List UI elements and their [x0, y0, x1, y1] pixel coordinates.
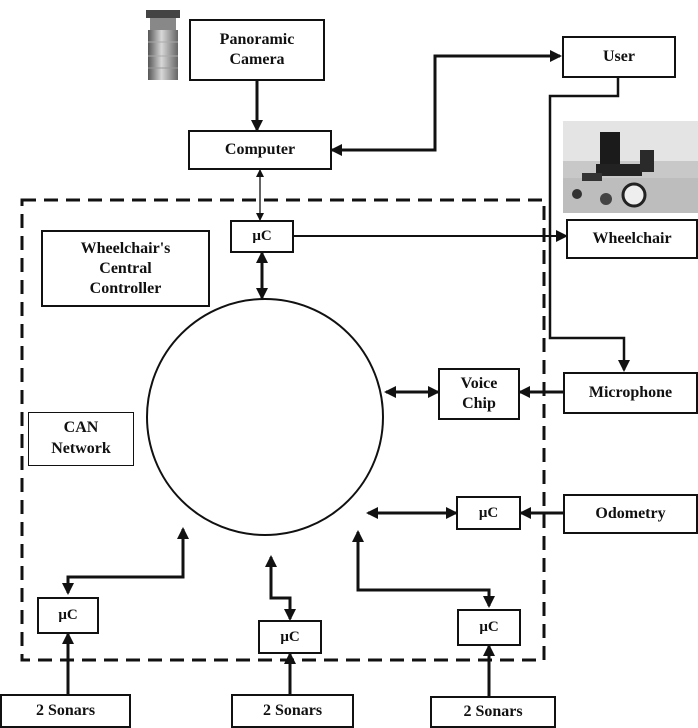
- uc-odometry-box: μC: [456, 496, 521, 530]
- microphone-box: Microphone: [563, 372, 698, 414]
- can-network-label: CAN Network: [28, 412, 134, 466]
- wheelchair-box: Wheelchair: [566, 219, 698, 259]
- can-network-ring: [146, 298, 384, 536]
- uc-top-box: μC: [230, 220, 294, 253]
- odometry-box: Odometry: [563, 494, 698, 534]
- camera-icon: [146, 10, 180, 80]
- sonars-middle-box: 2 Sonars: [231, 694, 354, 728]
- sonars-right-box: 2 Sonars: [430, 696, 556, 728]
- wheelchair-boundary: [20, 198, 546, 662]
- edge-ucleft-ring: [62, 527, 189, 595]
- central-controller-box: Wheelchair's Central Controller: [41, 230, 210, 307]
- edge-computer-user: [330, 50, 562, 156]
- uc-sonar-middle-box: μC: [258, 620, 322, 654]
- uc-sonar-left-box: μC: [37, 597, 99, 634]
- sonars-left-box: 2 Sonars: [0, 694, 131, 728]
- edge-user-microphone: [548, 78, 630, 372]
- edge-ucmiddle-ring: [265, 555, 296, 621]
- voice-chip-box: Voice Chip: [438, 368, 520, 420]
- edge-ucright-ring: [352, 530, 495, 608]
- computer-box: Computer: [188, 130, 332, 170]
- user-box: User: [562, 36, 676, 78]
- wheelchair-photo: [563, 121, 698, 213]
- uc-sonar-right-box: μC: [457, 609, 521, 646]
- panoramic-camera-box: Panoramic Camera: [189, 19, 325, 81]
